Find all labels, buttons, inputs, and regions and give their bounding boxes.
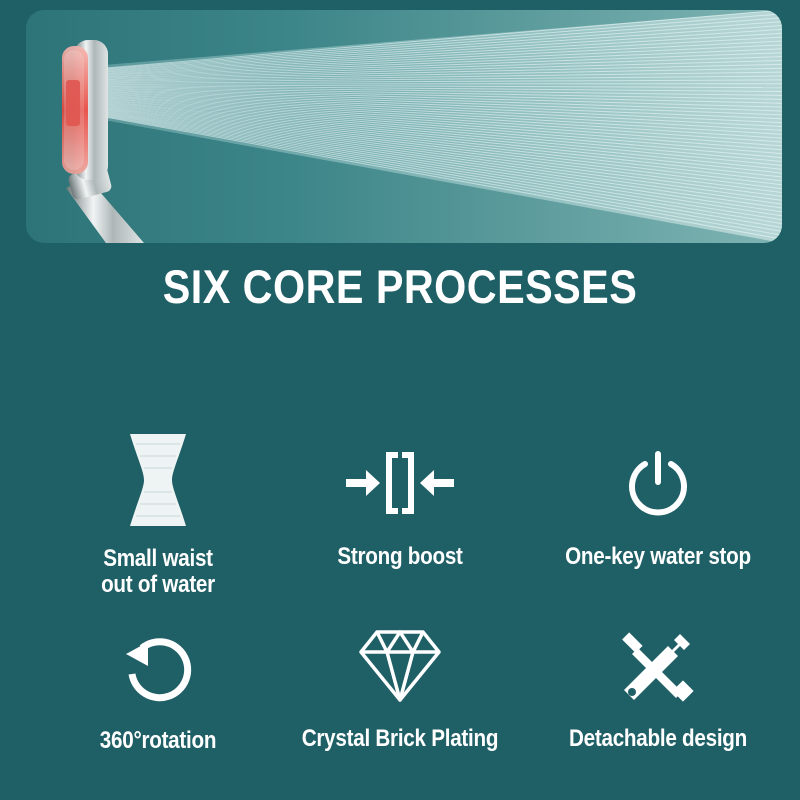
water-stream [105,91,782,124]
water-stream [105,103,782,178]
feature-label: Detachable design [569,725,747,752]
water-stream [105,90,782,116]
feature-small-waist: Small waist out of water [38,432,278,598]
water-stream [105,84,782,89]
water-stream [105,104,782,182]
water-stream [105,98,782,155]
water-stream [105,93,782,131]
water-stream [105,40,782,76]
feature-rotation: 360°rotation [38,634,278,754]
water-stream [105,88,782,108]
water-stream [105,97,782,151]
water-stream [105,114,782,228]
feature-detachable: Detachable design [538,630,778,752]
water-stream [105,109,782,205]
water-stream [105,115,782,232]
rotate-icon [126,638,192,702]
water-stream [105,52,782,78]
water-stream [105,44,782,76]
compress-arrows-icon [346,452,454,514]
water-stream [105,63,782,81]
shower-illustration [62,10,782,243]
water-stream [105,115,782,236]
water-stream [105,21,782,71]
water-stream [105,25,782,72]
water-stream [105,113,782,225]
water-stream [105,106,782,194]
water-stream [105,36,782,75]
water-stream [105,112,782,221]
water-stream [105,101,782,170]
water-stream [105,96,782,147]
feature-label: One-key water stop [565,543,751,570]
water-stream [105,48,782,77]
water-stream [105,110,782,213]
water-stream [105,100,782,166]
feature-water-stop: One-key water stop [538,450,778,570]
water-stream [105,89,782,112]
water-stream [105,95,782,139]
water-stream [105,86,782,100]
water-stream [105,85,782,93]
water-stream [105,99,782,159]
hero-image [26,10,782,243]
water-stream [105,79,782,84]
diamond-icon [359,630,441,702]
water-stream [105,90,782,120]
headline: SIX CORE PROCESSES [162,260,638,313]
water-stream [105,116,782,240]
feature-plating: Crystal Brick Plating [280,628,520,752]
water-stream [105,94,782,135]
water-stream [105,75,782,83]
water-stream [105,107,782,197]
water-stream [105,87,782,104]
water-stream [105,13,782,70]
hourglass-waist-icon [130,434,186,526]
feature-strong-boost: Strong boost [280,450,520,570]
water-stream [105,17,782,71]
feature-label: Strong boost [337,543,463,570]
water-stream [105,28,782,73]
water-stream [105,105,782,190]
water-stream [105,95,782,143]
water-stream [105,71,782,82]
water-stream [105,92,782,127]
feature-label-line1: Small waist [103,545,213,572]
water-stream [105,102,782,174]
feature-label: 360°rotation [99,727,217,754]
water-stream [105,111,782,217]
water-stream [105,85,782,96]
water-stream [105,56,782,79]
water-stream [105,32,782,74]
feature-label: Crystal Brick Plating [301,725,499,752]
water-stream [105,67,782,81]
feature-label-line2: out of water [101,571,215,598]
water-stream [105,105,782,186]
water-stream [105,100,782,162]
water-stream [105,10,782,69]
water-stream [105,110,782,209]
tools-icon [622,632,694,702]
water-stream [105,59,782,80]
power-icon [629,451,687,516]
water-stream [105,108,782,201]
